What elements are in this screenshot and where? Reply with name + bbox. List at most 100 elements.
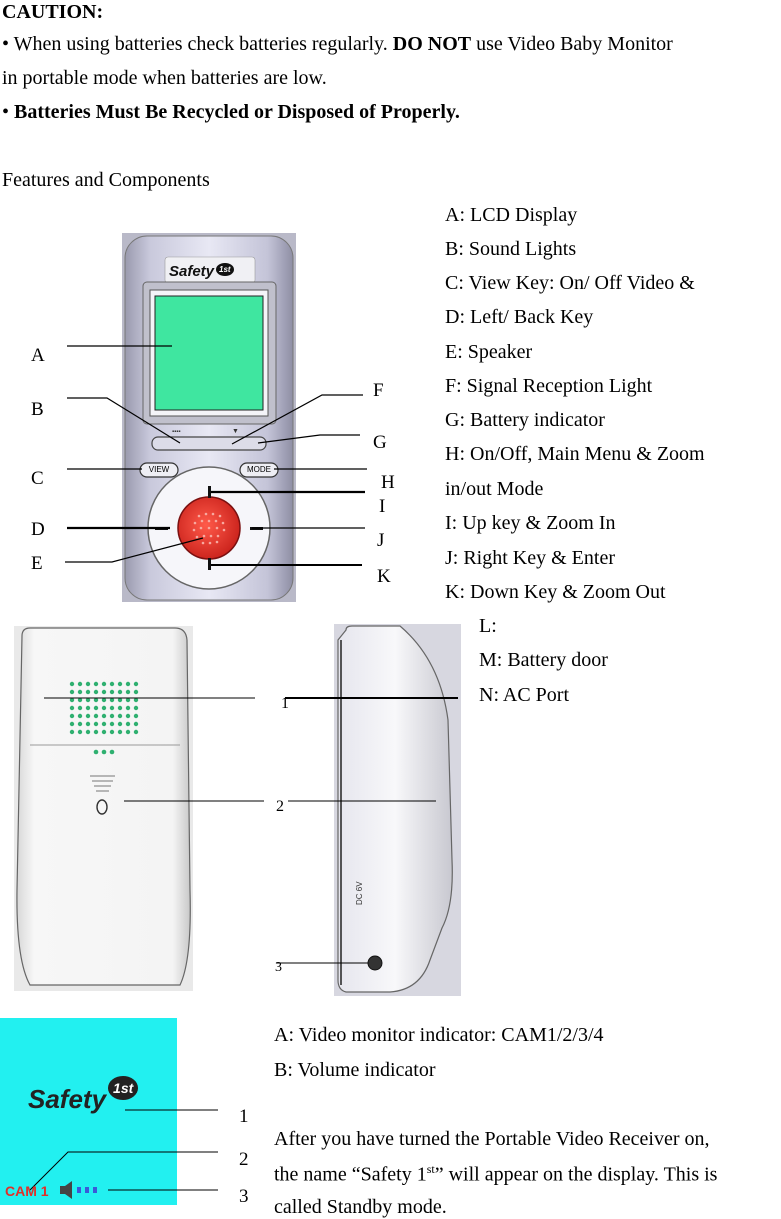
back-speaker-hole (85, 681, 91, 687)
bullet-dot: • (2, 101, 15, 123)
standby-line2-sup: st (426, 1162, 435, 1176)
ac-port (367, 955, 383, 971)
back-device-body (16, 627, 191, 986)
side-device-body (337, 625, 453, 993)
back-callout-3: 3 (275, 960, 282, 975)
back-speaker-hole (101, 697, 107, 703)
back-speaker-hole (85, 689, 91, 695)
feature-h-cont: in/out Mode (445, 478, 544, 500)
back-speaker-hole (101, 689, 107, 695)
back-callout-1: 1 (281, 695, 289, 712)
front-logo-badge: 1st (216, 263, 234, 276)
screen-signal-glyph: ▼ (232, 428, 239, 435)
sound-lights-bar (151, 436, 267, 451)
screen-logo-badge: 1st (108, 1076, 139, 1100)
feature-j: J: Right Key & Enter (445, 547, 615, 569)
back-speaker-hole (69, 705, 75, 711)
caution-bullet-2-text: Batteries Must Be Recycled or Disposed o… (14, 101, 460, 123)
callout-c: C (31, 468, 44, 489)
feature-l: L: (479, 615, 497, 637)
mode-key[interactable]: MODE (247, 465, 271, 474)
feature-m: M: Battery door (479, 649, 608, 671)
back-speaker-hole (93, 689, 99, 695)
callout-j: J (377, 530, 385, 551)
view-key-shape (139, 462, 179, 478)
feature-n: N: AC Port (479, 684, 570, 706)
back-speaker-hole (125, 713, 131, 719)
back-speaker-hole (101, 681, 107, 687)
section-title: Features and Components (2, 169, 210, 191)
screen-icon-text: ▪▪▪▪ (172, 429, 181, 435)
back-speaker-hole (109, 713, 115, 719)
back-speaker-hole (125, 729, 131, 735)
feature-h: H: On/Off, Main Menu & Zoom (445, 443, 705, 465)
mode-key-shape (239, 462, 279, 478)
back-speaker-hole (77, 681, 83, 687)
screen-callout-1: 1 (239, 1106, 249, 1127)
caution-heading: CAUTION: (2, 1, 104, 23)
back-speaker-hole (133, 705, 139, 711)
callout-g: G (373, 432, 387, 453)
screen-callout-line-2 (29, 1151, 218, 1191)
back-speaker-hole (69, 681, 75, 687)
back-speaker-hole (133, 689, 139, 695)
callout-d: D (31, 519, 45, 540)
back-speaker-hole (93, 713, 99, 719)
callout-a: A (31, 345, 45, 366)
back-speaker-hole (101, 729, 107, 735)
back-speaker-hole (69, 729, 75, 735)
back-speaker-hole (125, 681, 131, 687)
back-speaker-hole (133, 681, 139, 687)
feature-c: C: View Key: On/ Off Video & (445, 272, 695, 294)
back-speaker-hole (125, 697, 131, 703)
screen-callout-3: 3 (239, 1186, 249, 1207)
back-speaker-hole (77, 705, 83, 711)
speaker-holes (192, 512, 226, 545)
back-speaker-hole (69, 689, 75, 695)
callout-f: F (373, 380, 384, 401)
back-speaker-hole (77, 729, 83, 735)
view-key[interactable]: VIEW (148, 465, 170, 474)
back-speaker-hole (117, 713, 123, 719)
standby-paragraph-line1: After you have turned the Portable Video… (274, 1128, 710, 1150)
back-speaker-hole (125, 689, 131, 695)
back-speaker-hole (133, 729, 139, 735)
back-speaker-hole (109, 681, 115, 687)
back-speaker-hole (133, 697, 139, 703)
front-callout-lines (65, 345, 367, 566)
back-indicator-dot (109, 749, 115, 755)
standby-paragraph-line2: the name “Safety 1st” will appear on the… (274, 1163, 717, 1185)
back-speaker-hole (109, 729, 115, 735)
standby-paragraph-line3: called Standby mode. (274, 1196, 447, 1218)
feature-d: D: Left/ Back Key (445, 306, 594, 328)
feature-a: A: LCD Display (445, 204, 578, 226)
back-speaker-hole (85, 705, 91, 711)
side-port-label: DC 6V (355, 881, 364, 905)
screen-callout-2: 2 (239, 1149, 249, 1170)
up-key-mark (208, 486, 211, 498)
back-speaker-hole (69, 713, 75, 719)
caution-bullet-1-line2: in portable mode when batteries are low. (2, 67, 327, 89)
back-speaker-hole (93, 705, 99, 711)
feature-i: I: Up key & Zoom In (445, 512, 616, 534)
back-speaker-hole (117, 697, 123, 703)
volume-icon (60, 1181, 97, 1199)
back-speaker-hole (85, 721, 91, 727)
back-speaker-hole (93, 721, 99, 727)
screen-logo-text: Safety (28, 1084, 107, 1114)
back-speaker-hole (117, 689, 123, 695)
back-speaker-hole (101, 705, 107, 711)
battery-door-latch (96, 799, 108, 815)
back-speaker-hole (109, 721, 115, 727)
standby-screen (0, 1018, 177, 1205)
callout-h: H (381, 472, 395, 493)
back-speaker-hole (117, 729, 123, 735)
cam-indicator: CAM 1 (5, 1183, 49, 1199)
back-indicator-dot (101, 749, 107, 755)
back-speaker-hole (109, 689, 115, 695)
back-callout-2: 2 (276, 798, 284, 815)
feature-b: B: Sound Lights (445, 238, 577, 260)
